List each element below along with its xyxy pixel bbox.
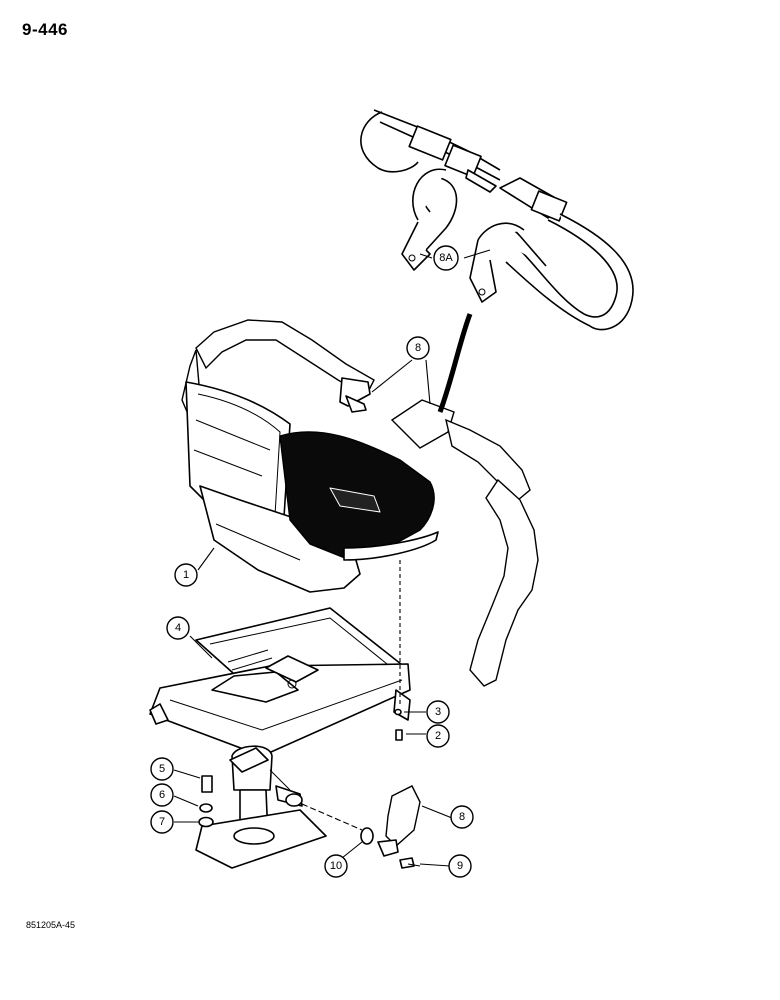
bolt-2 bbox=[395, 729, 403, 741]
bolt-5 bbox=[201, 775, 213, 793]
seat-cushion bbox=[185, 381, 439, 593]
page-number: 9-446 bbox=[22, 20, 68, 39]
svg-text:5: 5 bbox=[159, 763, 165, 775]
svg-text:8: 8 bbox=[415, 342, 421, 354]
callout-9: 9 bbox=[448, 854, 472, 878]
upper-seat-belt bbox=[360, 109, 634, 331]
nut-3 bbox=[394, 708, 402, 716]
svg-text:2: 2 bbox=[435, 730, 441, 742]
washer-10 bbox=[360, 827, 374, 845]
callout-8-lower: 8 bbox=[450, 805, 474, 829]
svg-text:1: 1 bbox=[183, 569, 189, 581]
svg-text:4: 4 bbox=[175, 622, 181, 634]
callout-6: 6 bbox=[150, 783, 174, 807]
washer-7 bbox=[198, 816, 214, 828]
callout-2: 2 bbox=[426, 724, 450, 748]
callout-8A: 8A bbox=[433, 245, 459, 271]
seat-slide-frame bbox=[149, 607, 411, 757]
leader-lines bbox=[173, 249, 491, 867]
svg-text:8: 8 bbox=[459, 811, 465, 823]
svg-text:3: 3 bbox=[435, 706, 441, 718]
callout-8-upper: 8 bbox=[406, 336, 430, 360]
callout-5: 5 bbox=[150, 757, 174, 781]
callout-3: 3 bbox=[426, 700, 450, 724]
lockwasher-6 bbox=[199, 803, 213, 813]
figure-code: 851205A-45 bbox=[26, 920, 76, 930]
seat-pedestal bbox=[195, 745, 327, 869]
screw-9 bbox=[399, 857, 415, 869]
svg-text:10: 10 bbox=[330, 860, 342, 872]
hardware-parts bbox=[198, 708, 421, 869]
callout-7: 7 bbox=[150, 810, 174, 834]
svg-text:9: 9 bbox=[457, 860, 463, 872]
svg-text:6: 6 bbox=[159, 789, 165, 801]
callout-10: 10 bbox=[324, 854, 348, 878]
svg-text:7: 7 bbox=[159, 816, 165, 828]
lower-seat-belt bbox=[181, 313, 539, 687]
callout-1: 1 bbox=[174, 563, 198, 587]
callout-4: 4 bbox=[166, 616, 190, 640]
svg-text:8A: 8A bbox=[439, 252, 453, 264]
